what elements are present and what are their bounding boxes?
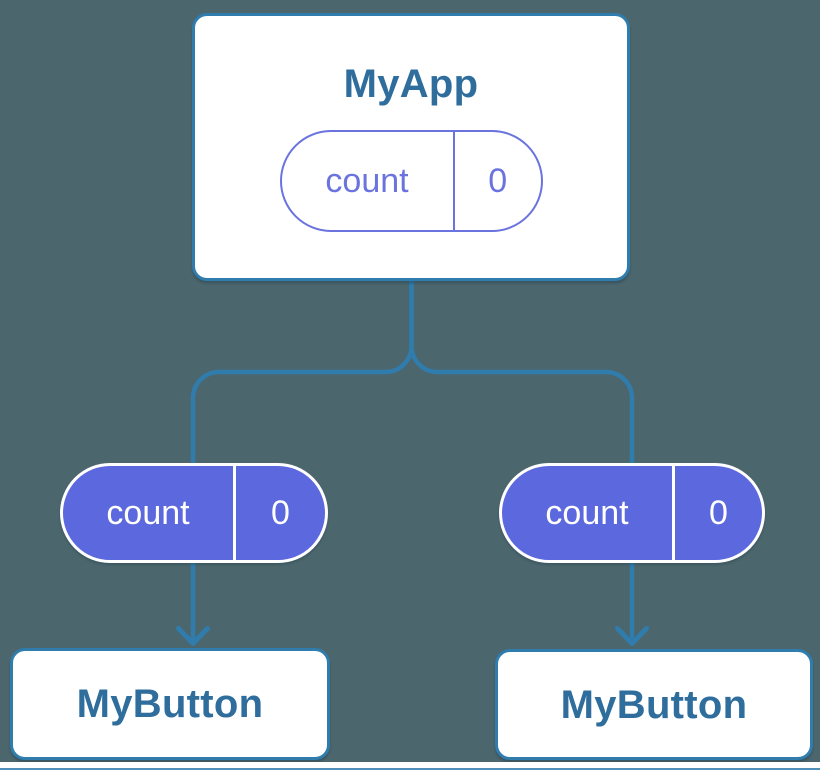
- mybutton-left-card: MyButton: [10, 648, 330, 760]
- branch-line-left: [190, 279, 414, 641]
- pill-divider: [452, 132, 455, 230]
- state-value-label: 0: [271, 493, 290, 532]
- mybutton-right-card: MyButton: [495, 649, 813, 760]
- state-value-label: 0: [488, 161, 508, 200]
- mybutton-title: MyButton: [76, 682, 264, 726]
- myapp-state-pill: count 0: [279, 130, 543, 232]
- pill-divider: [672, 466, 675, 560]
- mybutton-right-state-pill: count 0: [499, 463, 765, 563]
- bottom-edge-line: [0, 768, 820, 770]
- branch-line-right: [409, 279, 635, 641]
- pill-divider: [233, 466, 236, 560]
- state-value-label: 0: [709, 493, 728, 532]
- state-name-label: count: [545, 493, 629, 532]
- mybutton-left-state-pill: count 0: [60, 463, 328, 563]
- myapp-title: MyApp: [343, 62, 479, 106]
- arrow-down-icon: [176, 626, 210, 646]
- arrow-down-icon: [615, 626, 649, 646]
- mybutton-title: MyButton: [560, 682, 748, 727]
- myapp-card: MyApp count 0: [192, 13, 630, 281]
- page-bottom-strip: [0, 762, 820, 770]
- state-name-label: count: [325, 161, 409, 200]
- state-name-label: count: [106, 493, 190, 532]
